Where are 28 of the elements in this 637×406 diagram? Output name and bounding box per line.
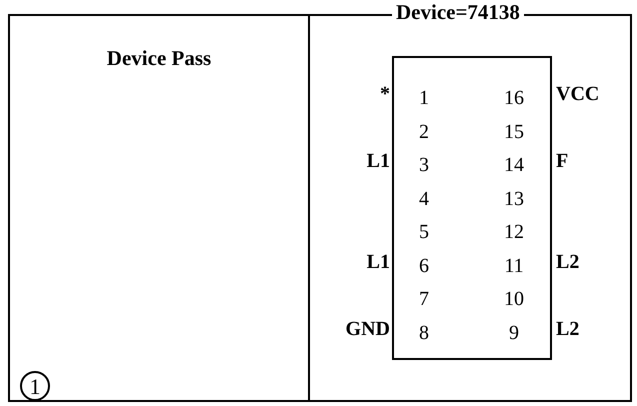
pin-number: 6: [418, 254, 430, 278]
pin-number: 3: [418, 153, 430, 177]
pin-number: 15: [503, 120, 525, 144]
pin-number: 2: [418, 120, 430, 144]
pin-label: L2: [556, 250, 580, 274]
chip-outline: [392, 56, 552, 360]
panel: [8, 14, 310, 402]
pin-number: 4: [418, 186, 430, 210]
pin-label: *: [380, 82, 390, 106]
pin-number: 12: [503, 220, 525, 244]
pin-label: F: [556, 149, 568, 173]
pin-label: L2: [556, 316, 580, 340]
pin-number: 14: [503, 153, 525, 177]
pin-number: 9: [508, 320, 520, 344]
pin-number: 13: [503, 186, 525, 210]
pin-number: 16: [503, 86, 525, 110]
pin-label: L1: [366, 250, 390, 274]
panel-title: Device Pass: [106, 46, 212, 71]
pin-number: 10: [503, 287, 525, 311]
circled-number: 1: [20, 371, 50, 401]
pin-number: 11: [503, 254, 525, 278]
pin-number: 5: [418, 220, 430, 244]
pin-number: 1: [418, 86, 430, 110]
pin-number: 7: [418, 287, 430, 311]
pin-label: VCC: [556, 82, 600, 106]
pin-label: GND: [346, 316, 390, 340]
pin-number: 8: [418, 320, 430, 344]
pin-label: L1: [366, 149, 390, 173]
